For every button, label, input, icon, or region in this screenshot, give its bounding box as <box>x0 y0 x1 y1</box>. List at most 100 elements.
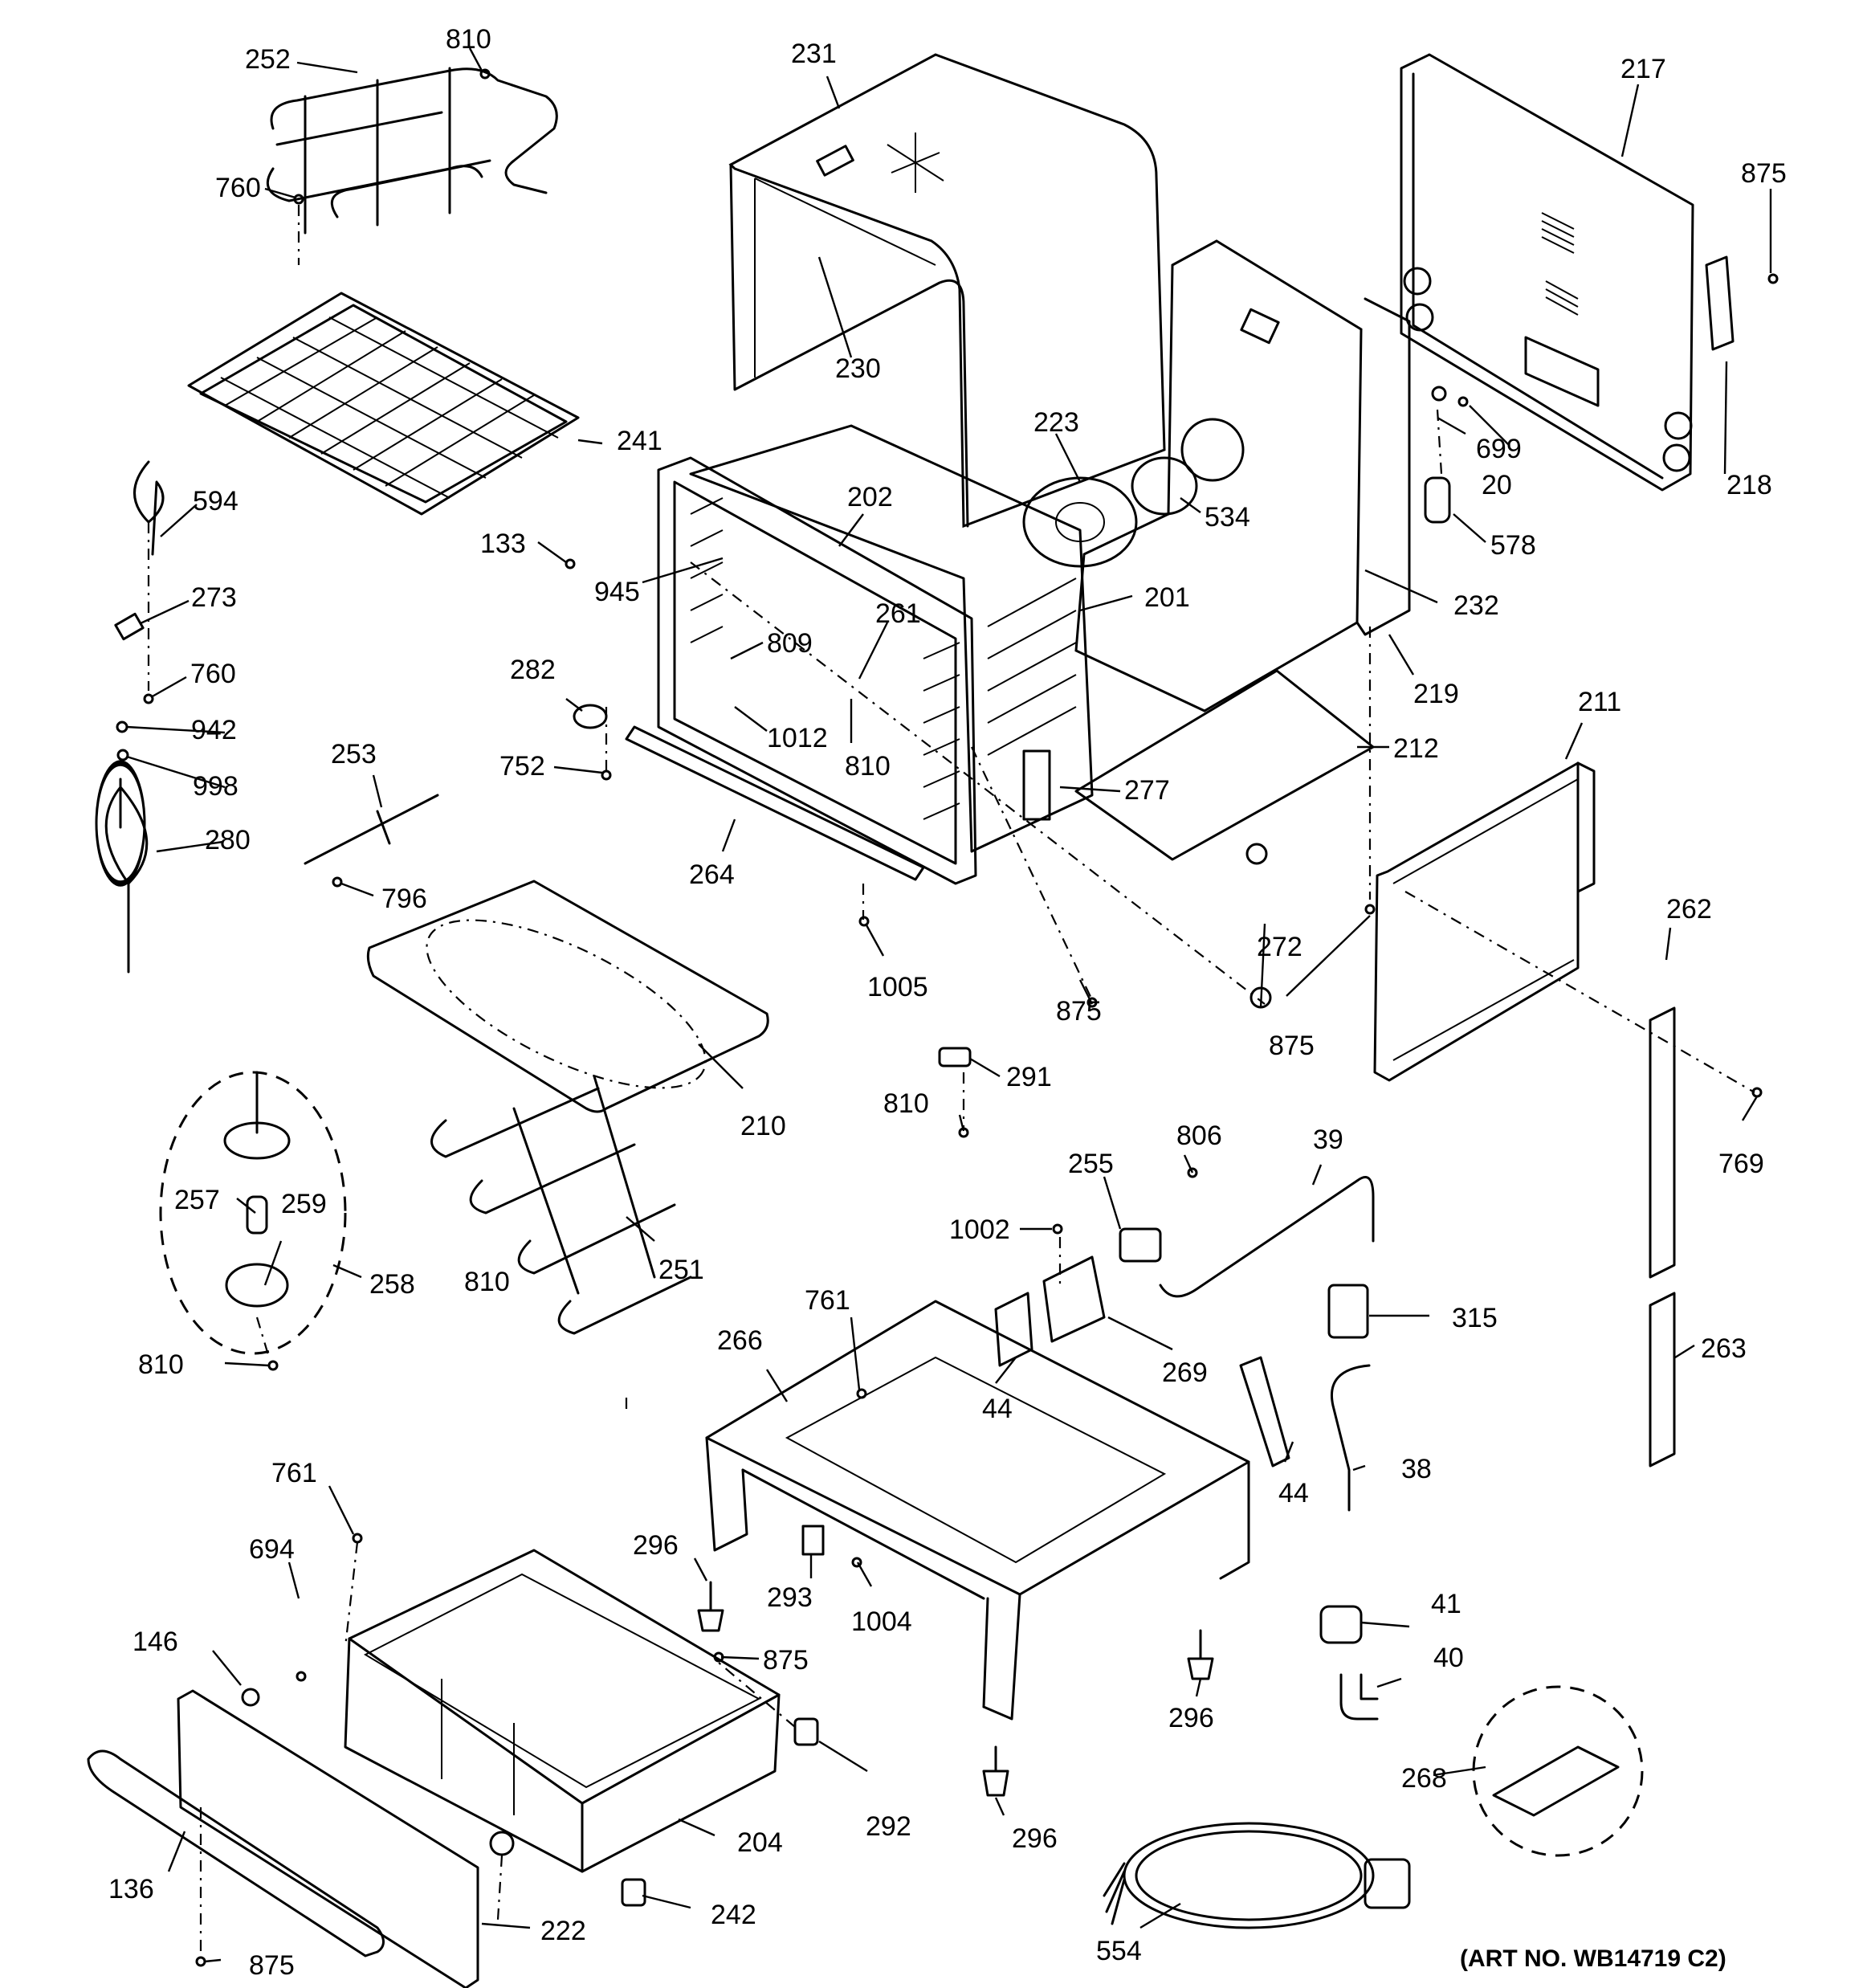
label-875: 875 <box>1741 158 1787 189</box>
part-293-clip <box>801 1525 825 1556</box>
part-296-leveling-legs <box>697 1581 1214 1797</box>
label-255: 255 <box>1068 1149 1114 1179</box>
label-39: 39 <box>1313 1125 1343 1155</box>
label-242: 242 <box>711 1900 756 1930</box>
part-217-back-cover <box>1400 53 1694 492</box>
label-594: 594 <box>193 486 238 516</box>
part-204-drawer-box <box>344 1549 781 1873</box>
label-136: 136 <box>108 1874 154 1904</box>
part-218-bracket <box>1705 255 1735 351</box>
label-752: 752 <box>499 751 545 782</box>
label-315: 315 <box>1452 1303 1498 1333</box>
part-264-vent-strip <box>625 725 925 881</box>
label-1012: 1012 <box>767 723 828 753</box>
part-231-oven-wrap <box>728 53 1166 529</box>
part-255-terminal-block <box>1119 1227 1162 1263</box>
label-232: 232 <box>1453 590 1499 621</box>
part-40-elbow <box>1339 1673 1379 1721</box>
part-210-bake-cover <box>366 880 769 1113</box>
part-292-clip <box>793 1717 819 1746</box>
label-262: 262 <box>1666 894 1712 925</box>
part-253-bracket-rod <box>304 794 439 865</box>
label-40: 40 <box>1433 1643 1464 1673</box>
label-282: 282 <box>510 655 556 685</box>
label-268: 268 <box>1401 1763 1447 1794</box>
part-146-bumper <box>241 1688 260 1707</box>
label-257: 257 <box>174 1185 220 1215</box>
label-38: 38 <box>1401 1454 1432 1484</box>
label-875: 875 <box>249 1950 295 1981</box>
label-44: 44 <box>1278 1478 1309 1508</box>
label-20: 20 <box>1482 470 1512 500</box>
label-211: 211 <box>1578 687 1621 717</box>
label-212: 212 <box>1393 733 1439 764</box>
label-280: 280 <box>205 825 251 855</box>
label-261: 261 <box>875 598 921 629</box>
label-133: 133 <box>480 529 526 559</box>
label-998: 998 <box>193 771 238 802</box>
label-554: 554 <box>1096 1936 1142 1966</box>
label-230: 230 <box>835 353 881 384</box>
label-204: 204 <box>737 1827 783 1858</box>
part-44-bracket-b <box>1239 1356 1290 1468</box>
part-252-broil-element <box>266 67 558 235</box>
part-269-bracket <box>1042 1255 1106 1343</box>
part-232-oven-back-panel <box>1074 239 1411 712</box>
label-810: 810 <box>446 24 491 55</box>
label-760: 760 <box>215 173 261 203</box>
label-760: 760 <box>190 659 236 689</box>
label-202: 202 <box>847 482 893 512</box>
label-761: 761 <box>805 1285 850 1316</box>
label-217: 217 <box>1620 54 1666 84</box>
part-266-drawer-frame <box>705 1300 1250 1721</box>
label-296: 296 <box>1012 1823 1058 1854</box>
label-875: 875 <box>1056 996 1102 1027</box>
label-1004: 1004 <box>851 1606 912 1637</box>
label-201: 201 <box>1144 582 1190 613</box>
label-809: 809 <box>767 628 813 659</box>
label-293: 293 <box>767 1582 813 1613</box>
part-554-power-cord <box>1103 1822 1411 1929</box>
label-222: 222 <box>540 1916 586 1946</box>
label-810: 810 <box>138 1349 184 1380</box>
label-291: 291 <box>1006 1062 1052 1092</box>
label-694: 694 <box>249 1534 295 1565</box>
part-258-convection-element-group <box>159 1071 347 1355</box>
part-136-drawer-handle <box>87 1749 385 1957</box>
label-769: 769 <box>1718 1149 1764 1179</box>
label-277: 277 <box>1124 775 1170 806</box>
part-38-gas-tube <box>1331 1364 1371 1512</box>
label-273: 273 <box>191 582 237 613</box>
label-810: 810 <box>883 1088 929 1119</box>
label-241: 241 <box>617 426 662 456</box>
part-534-fan-plate <box>1131 456 1198 516</box>
label-266: 266 <box>717 1325 763 1356</box>
label-223: 223 <box>1033 407 1079 438</box>
part-241-oven-rack <box>187 292 580 516</box>
label-810: 810 <box>845 751 891 782</box>
label-263: 263 <box>1701 1333 1747 1364</box>
part-44-bracket-a <box>994 1292 1033 1367</box>
label-875: 875 <box>763 1645 809 1676</box>
label-810: 810 <box>464 1267 510 1297</box>
label-534: 534 <box>1205 502 1250 533</box>
alignment-lines <box>147 205 1755 1956</box>
label-945: 945 <box>594 577 640 607</box>
label-296: 296 <box>633 1530 679 1561</box>
part-242-clip <box>621 1878 646 1907</box>
label-218: 218 <box>1726 470 1772 500</box>
label-272: 272 <box>1257 932 1302 962</box>
label-578: 578 <box>1490 530 1536 561</box>
part-labels: 252 810 760 241 594 273 760 942 998 280 … <box>108 24 1787 1981</box>
part-222-drawer-front <box>177 1689 515 1988</box>
label-259: 259 <box>281 1189 327 1219</box>
part-211-side-panel <box>1373 761 1596 1082</box>
label-253: 253 <box>331 739 377 769</box>
part-277-hinge-bracket <box>1022 749 1051 821</box>
label-251: 251 <box>658 1255 704 1285</box>
label-1002: 1002 <box>949 1214 1010 1245</box>
label-44: 44 <box>982 1394 1013 1424</box>
part-268-detail-group <box>1472 1685 1644 1857</box>
part-201-oven-cavity <box>657 424 1094 885</box>
label-296: 296 <box>1168 1703 1214 1733</box>
